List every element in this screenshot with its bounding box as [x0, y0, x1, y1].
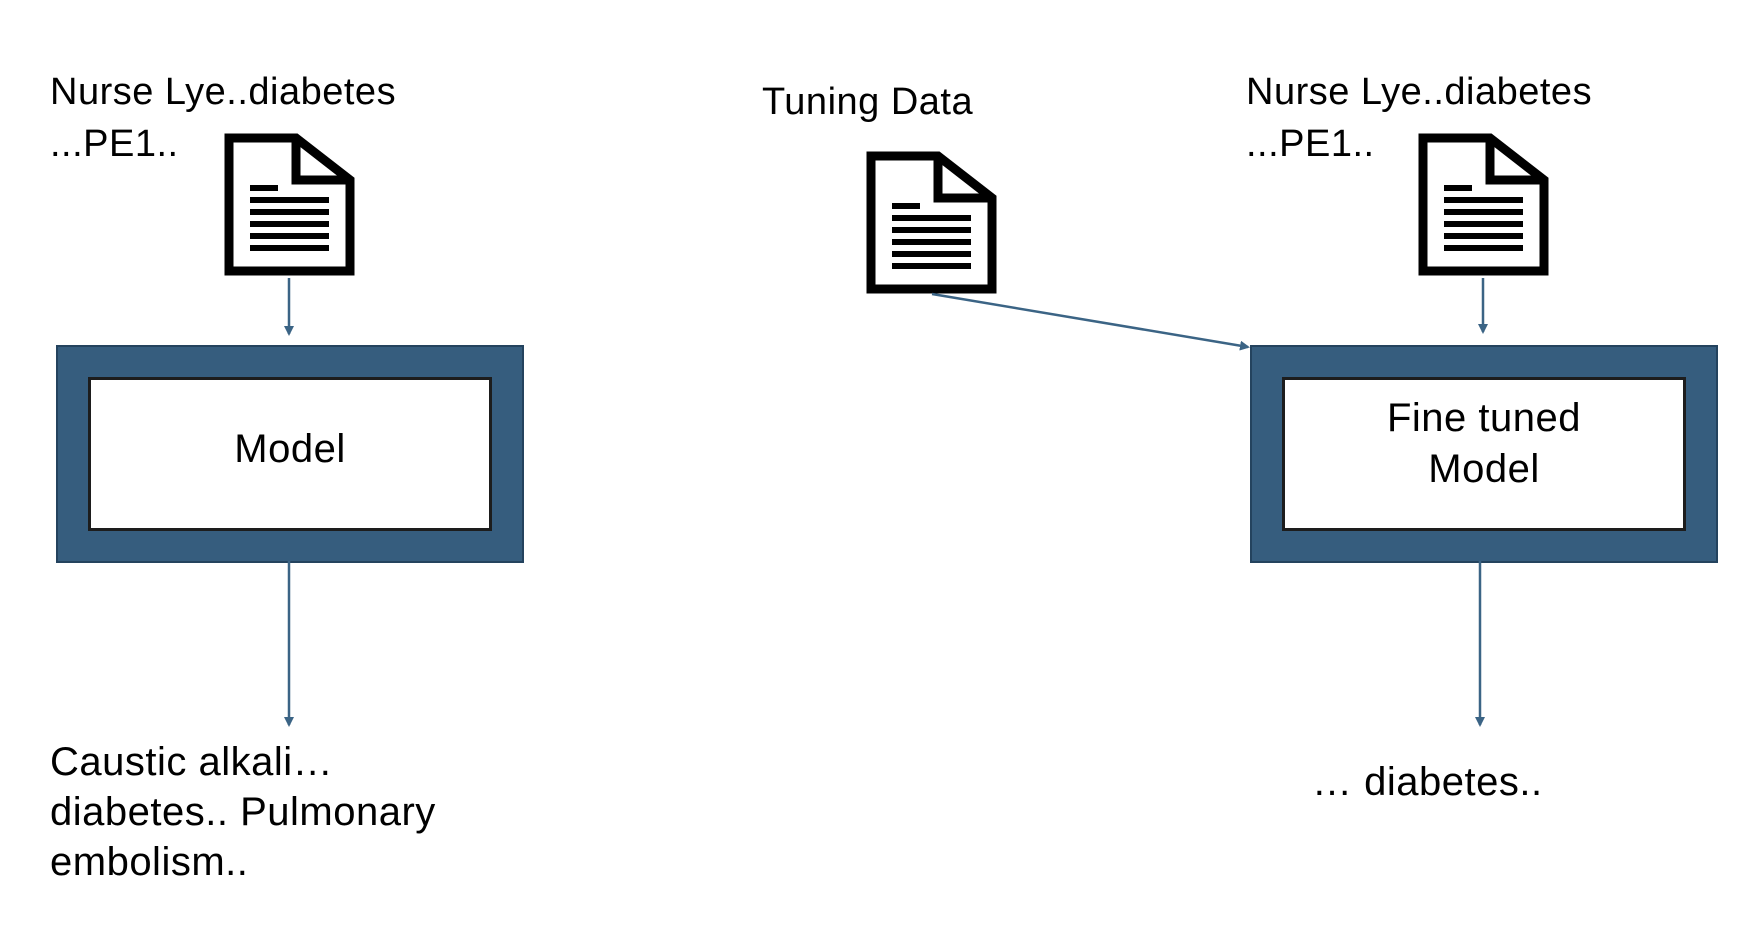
left-output-line2: diabetes.. Pulmonary — [50, 790, 436, 834]
tuning-data-label: Tuning Data — [762, 81, 974, 123]
left-output-line1: Caustic alkali… — [50, 740, 334, 784]
left-input-document-icon — [224, 133, 355, 276]
fine-tuned-model-box — [1250, 345, 1718, 563]
fine-tuned-model-box-inner — [1282, 377, 1686, 531]
right-input-document-icon — [1418, 133, 1549, 276]
tuning-data-arrow — [931, 292, 1250, 351]
model-box-inner — [88, 377, 492, 531]
fine-tuned-model-label-line2: Model — [1428, 447, 1540, 491]
model-label: Model — [234, 427, 346, 471]
right-input-line1: Nurse Lye..diabetes — [1246, 71, 1593, 113]
tuning-data-document-icon — [866, 151, 997, 294]
left-output-line3: embolism.. — [50, 840, 249, 884]
right-output-text: … diabetes.. — [1312, 760, 1543, 804]
fine-tuned-model-label-line1: Fine tuned — [1386, 396, 1582, 440]
left-input-line1: Nurse Lye..diabetes — [50, 71, 397, 113]
left-input-line2: ...PE1.. — [50, 123, 179, 165]
right-input-line2: ...PE1.. — [1246, 123, 1375, 165]
model-box — [56, 345, 524, 563]
